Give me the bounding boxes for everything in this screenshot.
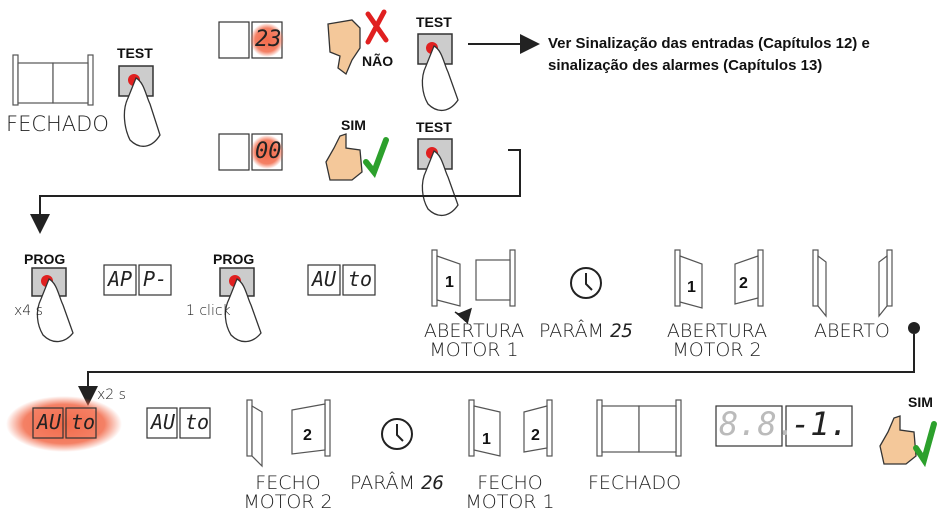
display-error-icon [218, 21, 284, 59]
display-digits: to [185, 410, 210, 434]
caption-fechado: FECHADO [588, 472, 682, 494]
display-digits: 8.8. [719, 405, 797, 443]
display-digits: P- [143, 267, 168, 291]
gate-closed-icon [596, 399, 682, 457]
caption-fecho-m2: FECHO MOTOR 2 [234, 474, 342, 512]
leaf-number-2: 2 [303, 427, 312, 444]
leaf-number-2: 2 [739, 275, 748, 292]
caption-line: FECHO [477, 472, 543, 494]
gate-motor2-opening-icon [674, 249, 764, 309]
gate-motor1-opening-icon [431, 249, 516, 307]
caption-line: MOTOR 2 [243, 491, 333, 513]
caption-line: MOTOR 1 [465, 491, 555, 513]
label-sim: SIM [908, 394, 933, 410]
test-button-icon [417, 33, 459, 111]
caption-line: MOTOR 2 [672, 339, 762, 361]
caption-abertura-m2: ABERTURA MOTOR 2 [654, 322, 780, 360]
display-final-icon [715, 405, 853, 447]
label-nao: NÃO [362, 53, 394, 69]
display-digits: 23 [255, 27, 282, 52]
leaf-number-2: 2 [531, 427, 540, 444]
caption-param-25: PARÂM 25 [539, 322, 633, 341]
prog-button-icon [31, 267, 74, 343]
label-test: TEST [117, 45, 153, 61]
caption-abertura-m1: ABERTURA MOTOR 1 [411, 322, 537, 360]
caption-fechado: FECHADO [6, 112, 109, 136]
thumb-down-icon [327, 9, 389, 76]
display-digits: AP [108, 267, 133, 291]
gate-closed-icon [12, 54, 94, 106]
display-digits: -1. [791, 405, 849, 443]
param-label: PARÂM [539, 320, 605, 342]
gate-open-icon [812, 249, 893, 318]
leaf-number-1: 1 [445, 274, 454, 291]
param-label: PARÂM [350, 472, 416, 494]
caption-param-26: PARÂM 26 [350, 474, 444, 493]
display-auto-icon [146, 407, 211, 439]
display-ok-icon [218, 133, 284, 171]
clock-icon [570, 267, 602, 299]
display-digits: AU [312, 267, 337, 291]
reference-line-2: sinalização des alarmes (Capítulos 13) [548, 56, 823, 74]
display-digits: to [348, 267, 373, 291]
caption-line: ABERTURA [423, 320, 525, 342]
label-test: TEST [416, 14, 452, 30]
display-digits: AU [151, 410, 176, 434]
reference-note: Ver Sinalização das entradas (Capítulos … [548, 33, 870, 77]
label-prog: PROG [24, 251, 66, 267]
label-test: TEST [416, 119, 452, 135]
display-auto-icon [307, 264, 376, 296]
label-1-click: 1 click [186, 303, 231, 319]
prog-button-icon [219, 267, 262, 343]
label-sim: SIM [341, 117, 366, 133]
gate-motor1-closing-icon [468, 399, 553, 457]
param-code: 26 [421, 472, 444, 494]
caption-aberto: ABERTO [814, 320, 890, 342]
thumb-up-icon [325, 133, 389, 181]
leaf-number-1: 1 [687, 279, 696, 296]
test-button-icon [417, 138, 459, 216]
display-digits: 00 [255, 139, 282, 164]
label-x4s: x4 s [14, 303, 43, 319]
gate-motor2-closing-icon [246, 399, 331, 468]
label-x2s: x2 s [97, 387, 126, 403]
label-prog: PROG [213, 251, 255, 267]
display-auto-blinking-icon [6, 396, 122, 452]
thumb-up-icon [879, 415, 937, 468]
leaf-number-1: 1 [482, 431, 491, 448]
caption-fecho-m1: FECHO MOTOR 1 [456, 474, 564, 512]
caption-line: MOTOR 1 [429, 339, 519, 361]
caption-line: FECHO [255, 472, 321, 494]
display-ap-icon [103, 264, 172, 296]
clock-icon [381, 418, 413, 450]
param-code: 25 [610, 320, 633, 342]
test-button-icon [118, 65, 161, 147]
caption-line: ABERTURA [666, 320, 768, 342]
display-digits: to [71, 410, 96, 434]
display-digits: AU [37, 410, 62, 434]
reference-line-1: Ver Sinalização das entradas (Capítulos … [548, 35, 870, 52]
